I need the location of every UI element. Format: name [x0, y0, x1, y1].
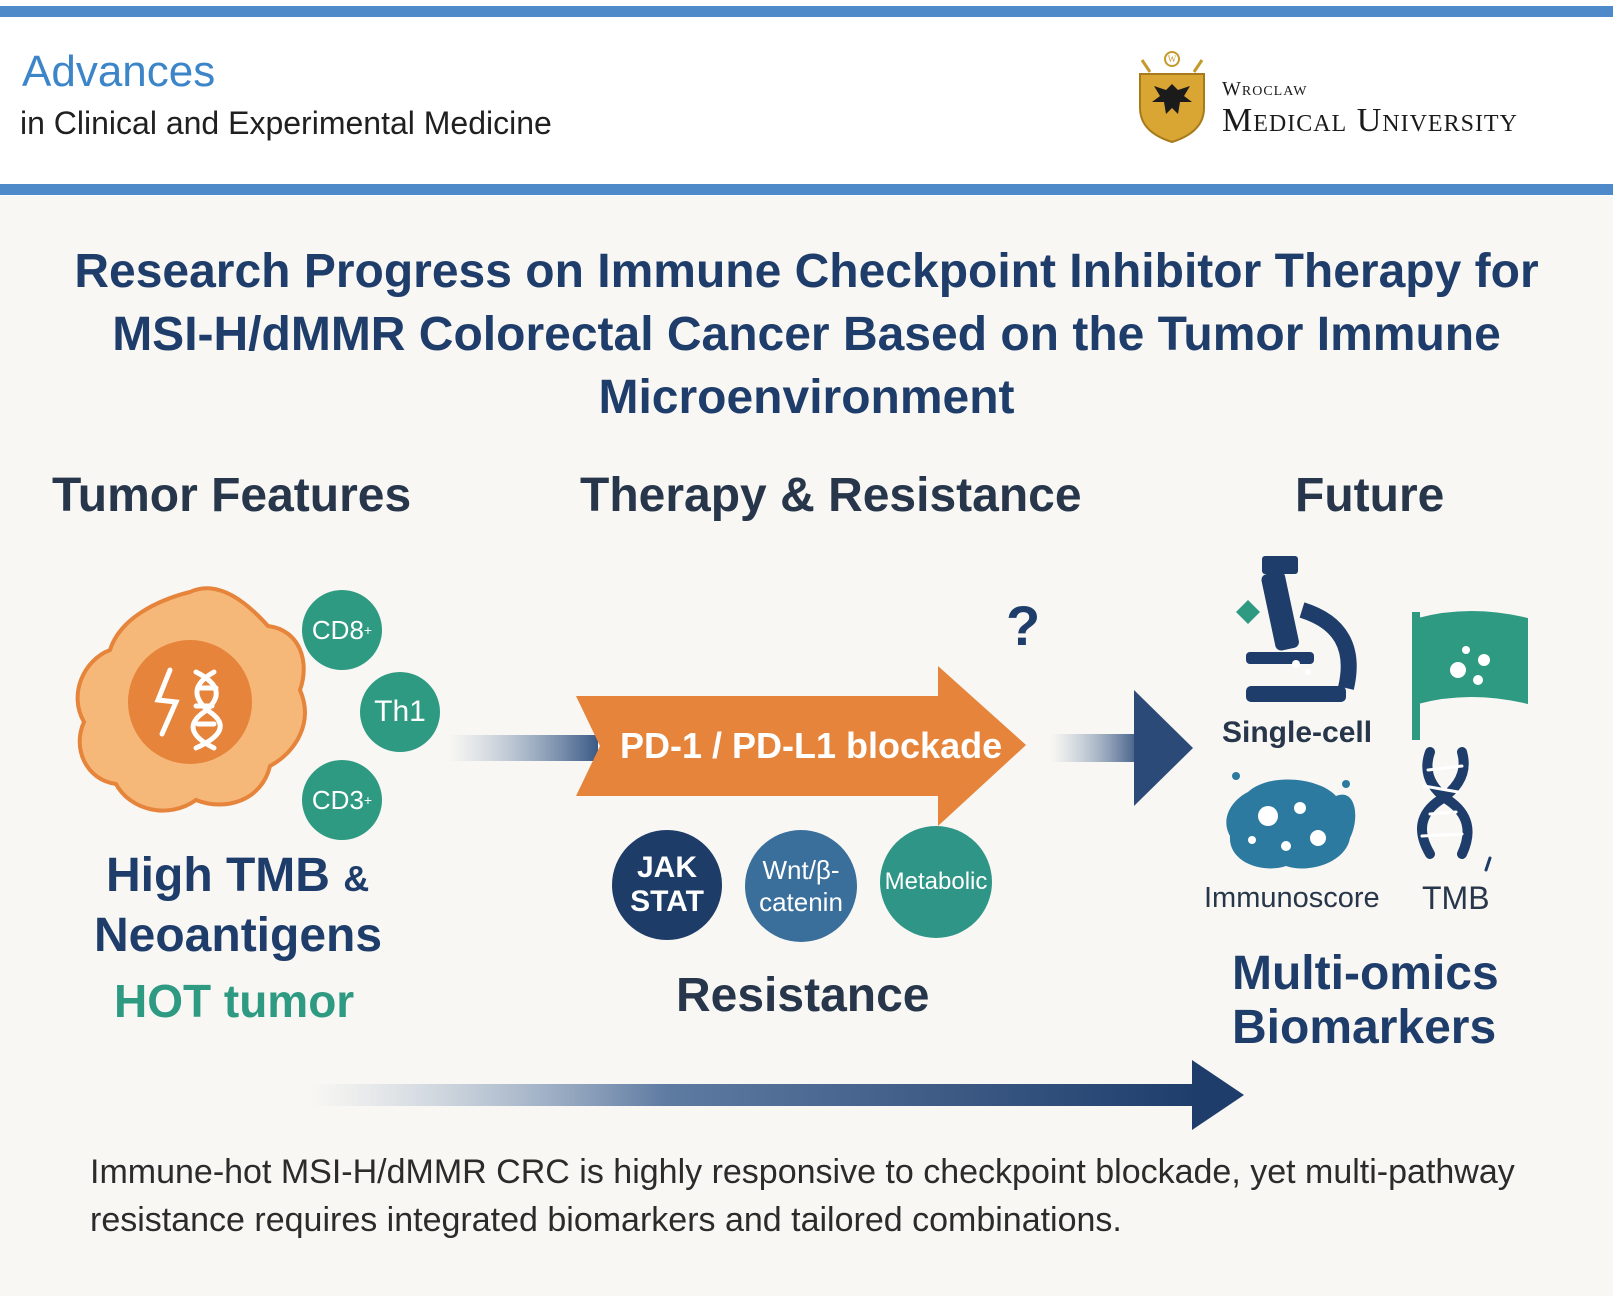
- svg-text:W: W: [1168, 54, 1177, 64]
- column-heading-tumor-features: Tumor Features: [52, 469, 412, 522]
- university-name-main: Medical University: [1222, 102, 1518, 139]
- cd3-cell-bubble: CD3+: [302, 760, 382, 840]
- cd8-label: CD8: [311, 614, 364, 645]
- flag-icon: [1412, 611, 1528, 740]
- immunoscore-cell-icon: [1226, 772, 1356, 869]
- tmb-label: TMB: [1422, 880, 1490, 916]
- infographic-title: Research Progress on Immune Checkpoint I…: [74, 245, 1539, 424]
- microscope-icon: [1236, 556, 1357, 702]
- timeline-arrow-head: [1192, 1060, 1244, 1130]
- neoantigens-label: Neoantigens: [94, 909, 383, 962]
- summary-text: Immune-hot MSI-H/dMMR CRC is highly resp…: [90, 1153, 1515, 1239]
- cd3-superscript: +: [363, 792, 373, 808]
- university-crest-icon: W: [1139, 51, 1205, 144]
- question-mark: ?: [1006, 594, 1041, 657]
- tumor-nucleus: [128, 640, 252, 764]
- jak-stat-pathway-bubble: JAK STAT: [612, 830, 722, 940]
- university-name-top: Wroclaw: [1222, 78, 1308, 100]
- column-heading-future: Future: [1295, 469, 1445, 522]
- th1-label: Th1: [374, 695, 426, 728]
- pd1-blockade-arrow: [576, 666, 1026, 826]
- dna-lightning-icon: [154, 667, 223, 751]
- hot-tumor-label: HOT tumor: [114, 975, 355, 1027]
- biomarkers-label: Biomarkers: [1232, 1001, 1497, 1054]
- cd8-cell-bubble: CD8+: [302, 590, 382, 670]
- single-cell-label: Single-cell: [1222, 716, 1373, 749]
- arrow-tumor-to-therapy: [448, 735, 598, 761]
- metabolic-label: Metabolic: [884, 868, 988, 895]
- metabolic-pathway-bubble: Metabolic: [880, 826, 992, 938]
- journal-name: Advances: [22, 47, 216, 96]
- wnt-label: Wnt/β-catenin: [759, 855, 843, 917]
- cd8-superscript: +: [363, 622, 373, 638]
- header-bottom-rule: [0, 184, 1613, 195]
- high-tmb-text: High TMB: [106, 849, 330, 902]
- immunoscore-label: Immunoscore: [1204, 882, 1380, 914]
- arrow-therapy-to-future-head: [1134, 690, 1193, 806]
- jak-stat-label: JAK STAT: [630, 851, 704, 918]
- th1-cell-bubble: Th1: [360, 672, 440, 752]
- ampersand-text: &: [343, 858, 370, 899]
- header-top-rule: [0, 6, 1613, 17]
- dna-helix-icon: [1417, 747, 1492, 872]
- timeline-arrow-shaft: [310, 1084, 1200, 1106]
- multiomics-label: Multi-omics: [1232, 947, 1499, 1000]
- cd3-label: CD3: [311, 784, 364, 815]
- arrow-therapy-connector: [1050, 734, 1145, 762]
- journal-header: Advances in Clinical and Experimental Me…: [0, 0, 1613, 196]
- high-tmb-label: High TMB &: [106, 852, 369, 900]
- resistance-label: Resistance: [676, 969, 930, 1022]
- blockade-label: PD-1 / PD-L1 blockade: [620, 725, 1003, 766]
- journal-subtitle: in Clinical and Experimental Medicine: [20, 105, 552, 141]
- wnt-pathway-bubble: Wnt/β-catenin: [745, 830, 857, 942]
- column-heading-therapy-resistance: Therapy & Resistance: [580, 469, 1082, 522]
